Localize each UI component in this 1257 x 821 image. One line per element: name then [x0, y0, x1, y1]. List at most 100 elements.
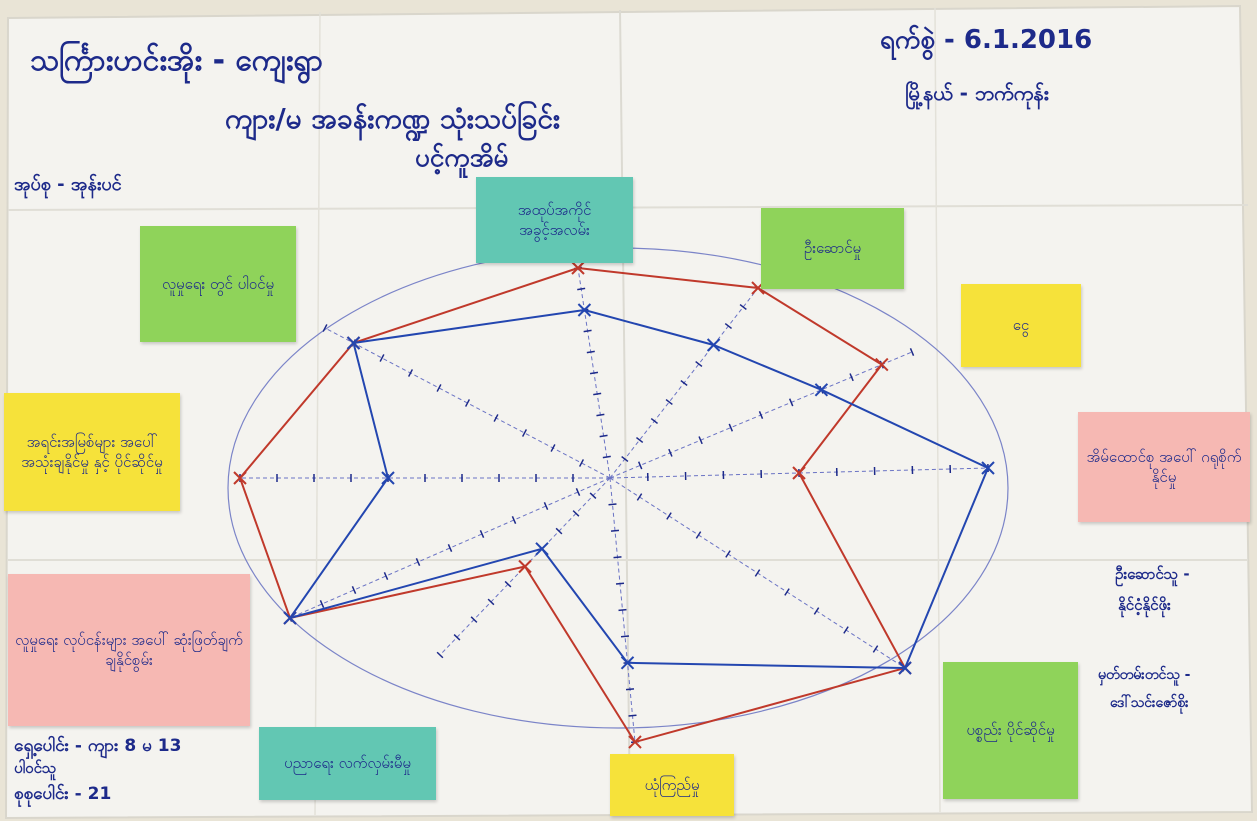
axis-tick — [739, 303, 747, 311]
axis-tick — [843, 626, 849, 634]
axis-tick — [504, 580, 512, 588]
note-leadership: ဦးဆောင်မှု — [761, 208, 904, 289]
axis-tick — [493, 414, 499, 422]
axis-tick — [788, 398, 794, 407]
axis-tick — [724, 322, 733, 330]
axis-tick — [602, 455, 611, 459]
axis-tick — [636, 493, 643, 501]
men-score-mark — [792, 466, 806, 480]
men-score-mark — [875, 357, 889, 372]
axis-tick — [470, 616, 478, 623]
axis-tick — [575, 488, 581, 496]
women-score-mark — [346, 336, 361, 350]
facilitator-label: ဦးဆောင်သူ - — [1115, 565, 1190, 583]
women-score-mark — [706, 338, 721, 352]
note-social-participation: လူမှုရေး တွင် ပါဝင်မှု — [140, 226, 296, 342]
axis-tick — [379, 354, 385, 362]
note-asset-ownership: ပစ္စည်း ပိုင်ဆိုင်မှု — [943, 662, 1078, 799]
men-score-mark — [233, 471, 247, 485]
axis-tick — [589, 371, 599, 375]
axis-tick — [596, 413, 605, 417]
axis-tick — [436, 384, 442, 392]
axis-tick — [620, 635, 630, 638]
axis-tick — [872, 645, 879, 653]
title-village: သင်္ကြားဟင်းအိုး - ကျေးရွာ — [30, 43, 324, 78]
axis-tick — [464, 399, 471, 407]
axis-tick — [621, 455, 629, 463]
facilitator-name: နိုင်ငံ့နိုင်ဖိုး — [1118, 596, 1171, 614]
participants-label: ပါဝင်သူ — [14, 759, 57, 777]
axis-tick — [628, 714, 637, 717]
note-money-text: ငွေ — [1012, 316, 1030, 335]
title-spiderweb: ပင့်ကူအိမ် — [415, 143, 509, 173]
recorder-label: မှတ်တမ်းတင်သူ - — [1098, 667, 1191, 683]
note-confidence: ယုံကြည်မှု — [610, 754, 734, 816]
participants-total: စုစုပေါင်း - 21 — [14, 784, 112, 804]
note-social-decision-text: လူမှုရေး လုပ်ငန်းများ အပေါ် ဆုံးဖြတ်ချက်… — [15, 630, 243, 669]
axis-tick — [593, 392, 602, 396]
women-score-mark — [283, 611, 297, 625]
axis-tick — [479, 530, 485, 538]
axis-tick — [698, 436, 703, 445]
note-education-access: ပညာရေး လက်လှမ်းမီမှု — [259, 727, 436, 800]
axis-tick — [589, 492, 597, 500]
axis-tick — [586, 350, 595, 354]
note-resource-access-text: အရင်းအမြစ်များ အပေါ် အသုံးချနိုင်မှု နှင… — [21, 432, 163, 471]
axis-tick — [583, 329, 592, 333]
men-score-mark — [628, 735, 642, 749]
women-score-mark — [620, 656, 635, 670]
paper-fold — [314, 11, 321, 816]
axis-tick — [758, 411, 764, 419]
axis-tick — [613, 556, 622, 559]
recorder-name: ဒေါ်သင်းဇော်စိုး — [1110, 695, 1189, 711]
note-asset-ownership-text: ပစ္စည်း ပိုင်ဆိုင်မှု — [966, 721, 1055, 740]
axis-tick — [543, 502, 549, 510]
axis-tick — [695, 360, 703, 368]
axis-tick — [695, 531, 702, 539]
axis-tick — [728, 423, 734, 432]
axis-tick — [784, 588, 790, 596]
axis-tick — [447, 544, 453, 552]
axis-tick — [813, 607, 820, 615]
axis-tick — [351, 586, 357, 594]
axis-tick — [487, 598, 495, 606]
axis-tick — [665, 398, 673, 406]
axis-tick — [610, 529, 620, 532]
axis-tick — [754, 569, 761, 577]
axis-tick — [608, 503, 617, 506]
note-education-access-text: ပညာရေး လက်လှမ်းမီမှု — [284, 754, 411, 773]
axis-tick — [637, 461, 643, 470]
note-household-care: အိမ်ထောင်စု အပေါ် ဂရုစိုက်နိုင်မှု — [1078, 412, 1250, 522]
participants-count: ရှေ့ပေါင်း - ကျား 8 မ 13 — [14, 736, 182, 756]
note-confidence-text: ယုံကြည်မှု — [644, 775, 700, 794]
axis-tick — [668, 448, 673, 457]
axis-tick — [578, 459, 585, 467]
axis-tick — [436, 651, 444, 659]
township-label: မြို့နယ် - ဘက်ကုန်း — [905, 81, 1049, 105]
axis-tick — [666, 512, 672, 520]
axis-tick — [511, 516, 517, 524]
axis-tick — [407, 369, 414, 377]
axis-tick — [618, 608, 627, 612]
men-score-mark — [518, 559, 532, 574]
axis-tick — [572, 510, 580, 517]
axis-tick — [909, 348, 915, 356]
women-score-mark — [898, 661, 912, 675]
axis-tick — [383, 572, 389, 580]
women-score-mark — [577, 303, 592, 317]
axis-tick — [625, 688, 635, 691]
group-label: အုပ်စု - အုန်းပင် — [14, 174, 122, 195]
date-label: ရက်စွဲ - 6.1.2016 — [880, 25, 1093, 55]
women-score-mark — [981, 461, 995, 475]
note-leadership-text: ဦးဆောင်မှု — [803, 239, 862, 258]
spider-axis — [609, 477, 636, 743]
paper-fold — [619, 9, 631, 816]
women-score-mark — [814, 383, 829, 397]
axis-tick — [550, 444, 556, 452]
axis-tick — [415, 558, 421, 566]
axis-tick — [635, 436, 644, 444]
men-score-mark — [571, 261, 585, 275]
axis-tick — [453, 633, 461, 641]
